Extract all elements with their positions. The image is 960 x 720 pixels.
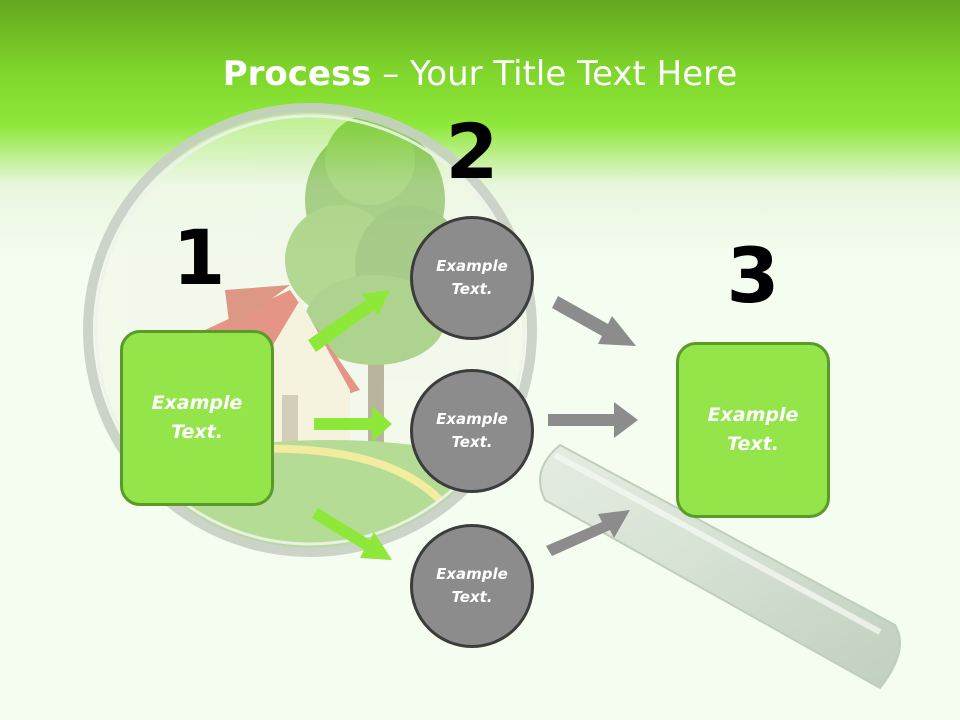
step-box-left: Example Text.: [120, 330, 274, 506]
gray-arrow-right: [548, 402, 638, 438]
step-box-right: Example Text.: [676, 342, 830, 518]
green-arrow-up: [308, 290, 390, 352]
step-box-right-text: Example Text.: [707, 404, 799, 455]
step-number-1: 1: [172, 213, 226, 302]
step-circle-bottom: Example Text.: [410, 524, 534, 648]
step-circle-middle: Example Text.: [410, 369, 534, 493]
green-arrow-right: [314, 406, 392, 442]
title-rest: – Your Title Text Here: [371, 54, 738, 94]
slide-title: Process – Your Title Text Here: [0, 52, 960, 96]
gray-arrow-down: [552, 296, 636, 346]
step-circle-top-text: Example Text.: [436, 257, 508, 298]
step-circle-top: Example Text.: [410, 216, 534, 340]
step-number-2: 2: [445, 107, 499, 196]
step-box-left-text: Example Text.: [151, 392, 243, 443]
title-bold: Process: [222, 54, 372, 94]
gray-arrow-up: [546, 510, 630, 556]
step-circle-middle-text: Example Text.: [436, 410, 508, 451]
step-number-3: 3: [726, 231, 780, 320]
green-arrow-down: [312, 508, 392, 560]
step-circle-bottom-text: Example Text.: [436, 565, 508, 606]
magnifier-handle: [539, 443, 901, 690]
